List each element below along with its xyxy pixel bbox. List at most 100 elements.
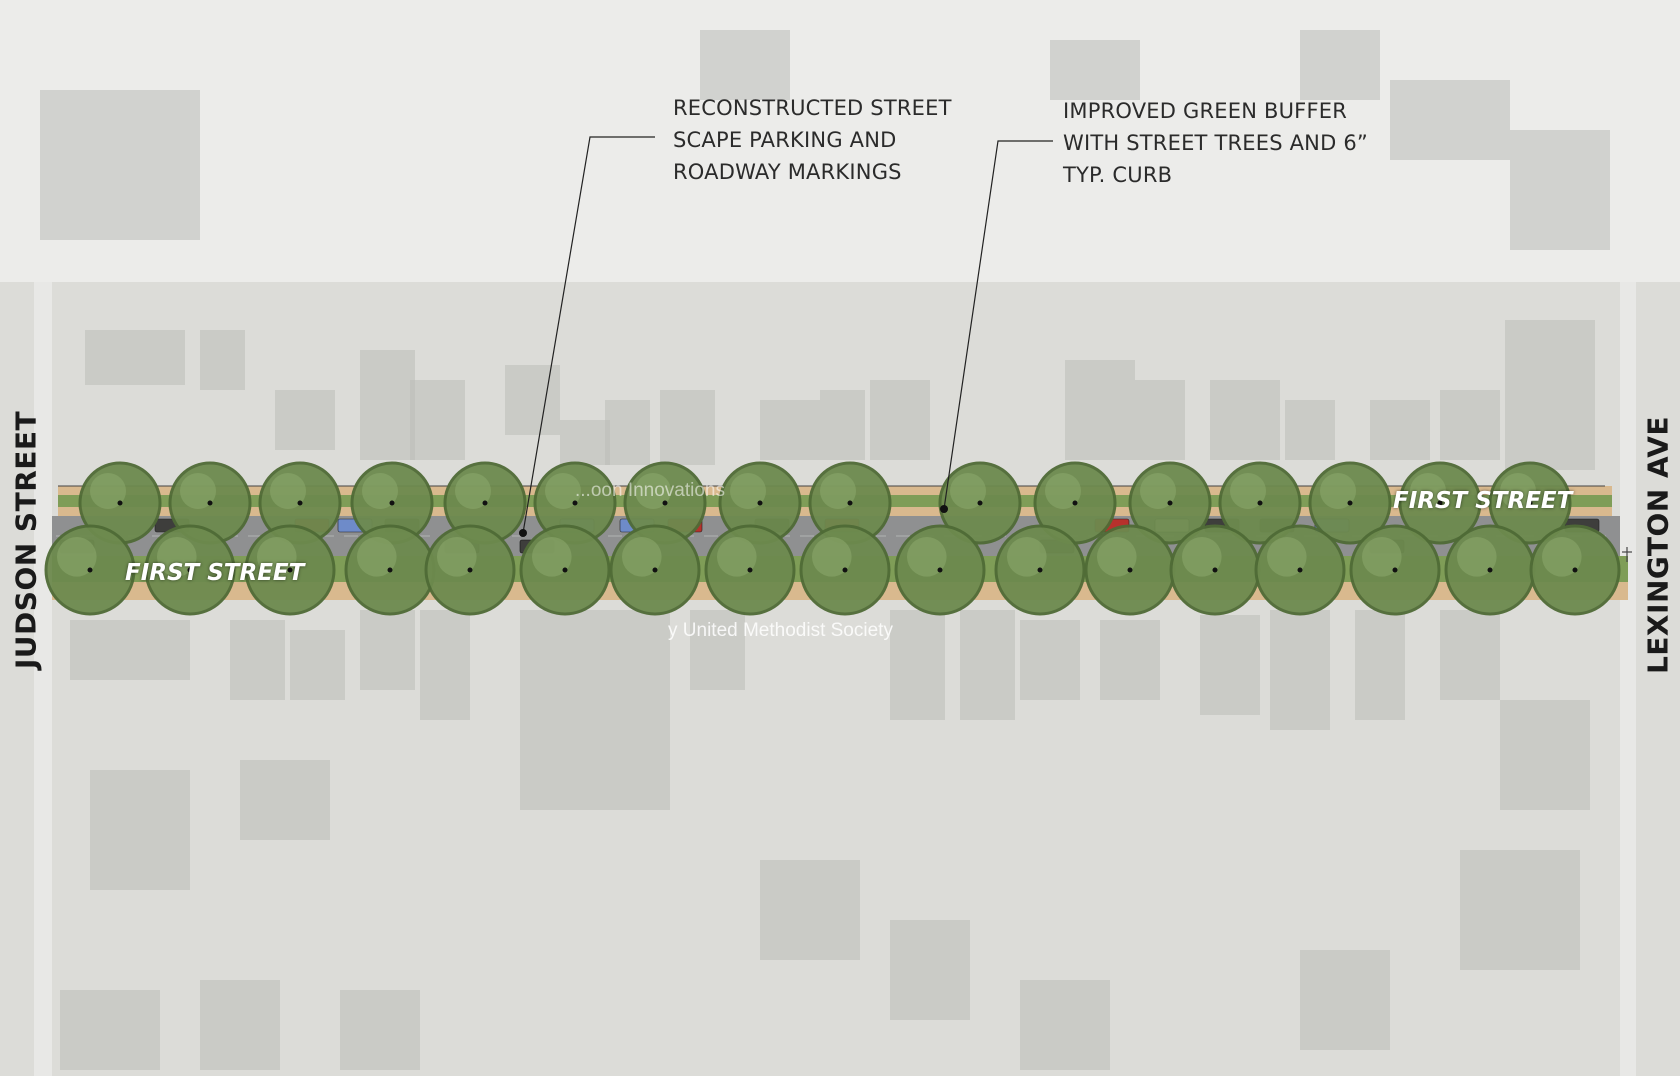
street-tree-highlight <box>270 473 306 509</box>
street-tree-highlight <box>622 537 662 577</box>
building-footprint <box>1500 700 1590 810</box>
building-footprint <box>700 30 790 100</box>
callout-green-buffer: IMPROVED GREEN BUFFER WITH STREET TREES … <box>1063 95 1368 191</box>
leader-line-green-buffer <box>943 140 1053 510</box>
street-tree-highlight <box>1097 537 1137 577</box>
building-footprint <box>760 400 820 460</box>
street-tree-highlight <box>1140 473 1176 509</box>
building-footprint <box>1020 620 1080 700</box>
street-tree-highlight <box>812 537 852 577</box>
callout-line: WITH STREET TREES AND 6” <box>1063 131 1368 155</box>
callout-line: TYP. CURB <box>1063 163 1173 187</box>
street-tree-trunk <box>1572 567 1578 573</box>
callout-line: SCAPE PARKING AND <box>673 128 897 152</box>
building-footprint <box>200 330 245 390</box>
map-label-north: ...oon Innovations <box>575 480 725 501</box>
building-footprint <box>230 620 285 700</box>
street-tree-trunk <box>1297 567 1303 573</box>
street-trees <box>44 461 1621 616</box>
leader-line-reconstructed-streetscape <box>522 136 655 534</box>
street-tree-trunk <box>1212 567 1218 573</box>
street-tree-highlight <box>717 537 757 577</box>
street-tree-trunk <box>1392 567 1398 573</box>
street-tree-highlight <box>1267 537 1307 577</box>
building-footprint <box>660 390 715 465</box>
street-tree-highlight <box>532 537 572 577</box>
building-footprint <box>1460 850 1580 970</box>
street-tree-trunk <box>1437 500 1443 506</box>
street-tree-trunk <box>117 500 123 506</box>
building-footprint <box>1020 980 1110 1070</box>
building-footprint <box>1050 40 1140 100</box>
building-footprint <box>560 420 610 465</box>
building-footprint <box>960 610 1015 720</box>
building-footprint <box>820 390 865 460</box>
building-footprint <box>420 610 470 720</box>
street-tree-trunk <box>847 500 853 506</box>
street-tree-highlight <box>180 473 216 509</box>
callout-reconstructed-streetscape: RECONSTRUCTED STREET SCAPE PARKING AND R… <box>673 92 952 188</box>
street-tree-highlight <box>907 537 947 577</box>
building-footprint <box>505 365 560 435</box>
street-tree-highlight <box>157 537 197 577</box>
building-footprint <box>1300 950 1390 1050</box>
callout-line: RECONSTRUCTED STREET <box>673 96 952 120</box>
street-tree-highlight <box>357 537 397 577</box>
lexington-sidewalk <box>1620 282 1636 1076</box>
street-tree-highlight <box>1457 537 1497 577</box>
building-footprint <box>1390 80 1510 160</box>
street-tree-trunk <box>287 567 293 573</box>
street-tree-highlight <box>437 537 477 577</box>
building-footprint <box>340 990 420 1070</box>
building-footprint <box>1210 380 1280 460</box>
street-tree-trunk <box>1072 500 1078 506</box>
street-tree-highlight <box>1542 537 1582 577</box>
building-footprint <box>40 90 200 240</box>
street-label-first-west: FIRST STREET <box>125 560 305 586</box>
street-tree-highlight <box>455 473 491 509</box>
building-footprint <box>890 610 945 720</box>
building-footprint <box>275 390 335 450</box>
callout-line: IMPROVED GREEN BUFFER <box>1063 99 1347 123</box>
street-tree-trunk <box>387 567 393 573</box>
judson-street-sidewalk <box>34 282 52 1076</box>
street-tree-trunk <box>1487 567 1493 573</box>
street-tree-trunk <box>662 500 668 506</box>
building-footprint <box>240 760 330 840</box>
street-tree-highlight <box>1410 473 1446 509</box>
street-label-judson: JUDSON STREET <box>9 410 43 670</box>
street-label-lexington: LEXINGTON AVE <box>1641 415 1675 675</box>
building-footprint <box>605 400 650 465</box>
building-footprint <box>520 610 670 810</box>
building-footprint <box>1270 610 1330 730</box>
street-tree-highlight <box>57 537 97 577</box>
street-tree-highlight <box>1500 473 1536 509</box>
building-footprint <box>200 980 280 1070</box>
street-tree-trunk <box>1127 567 1133 573</box>
building-footprint <box>1200 615 1260 715</box>
street-tree-trunk <box>1167 500 1173 506</box>
street-tree-highlight <box>950 473 986 509</box>
street-tree-trunk <box>652 567 658 573</box>
street-tree-trunk <box>1037 567 1043 573</box>
street-tree-trunk <box>207 500 213 506</box>
street-tree-trunk <box>977 500 983 506</box>
callout-leader-lines <box>522 136 1053 534</box>
building-footprint <box>1440 610 1500 700</box>
building-footprint <box>1300 30 1380 100</box>
street-tree-trunk <box>562 567 568 573</box>
building-footprint <box>1505 320 1595 470</box>
street-tree-trunk <box>747 567 753 573</box>
street-tree-highlight <box>1362 537 1402 577</box>
street-tree-trunk <box>87 567 93 573</box>
building-footprint <box>90 770 190 890</box>
building-footprint <box>360 610 415 690</box>
street-label-first-east: FIRST STREET <box>1393 488 1573 514</box>
street-tree-trunk <box>389 500 395 506</box>
street-tree-trunk <box>187 567 193 573</box>
street-tree-trunk <box>1347 500 1353 506</box>
building-footprint <box>1100 620 1160 700</box>
street-tree-highlight <box>362 473 398 509</box>
callout-line: ROADWAY MARKINGS <box>673 160 902 184</box>
